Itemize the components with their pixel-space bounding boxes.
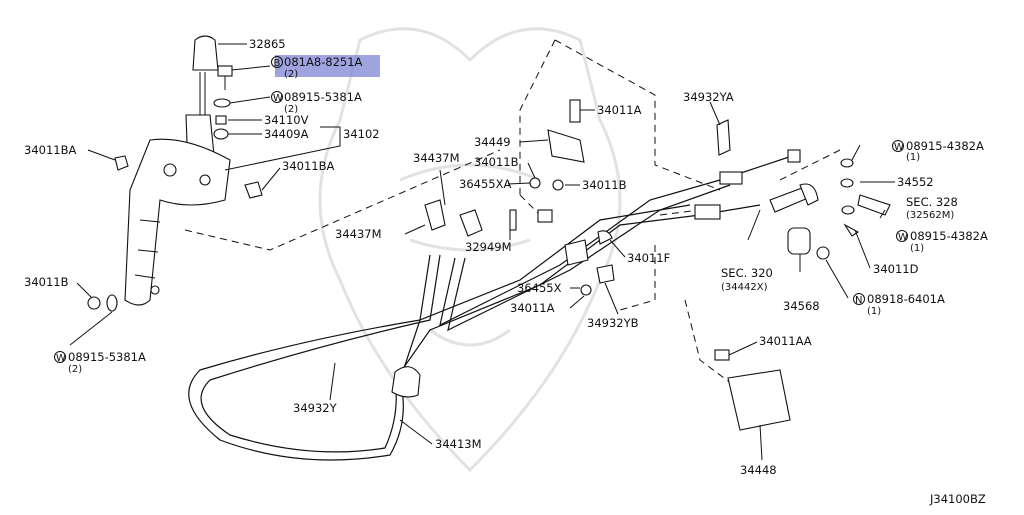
label-34011BA-right: 34011BA	[282, 159, 334, 173]
label-081A8-8251A: 081A8-8251A	[284, 55, 363, 69]
label-08915-5381A-top: 08915-5381A	[284, 90, 362, 104]
bolt-mark: B	[274, 58, 281, 69]
label-08915-4382A-top-qty: (1)	[906, 152, 920, 163]
selected-part-highlight	[275, 55, 380, 77]
label-081A8-8251A-qty: (2)	[284, 69, 298, 80]
part-labels[interactable]: 32865 081A8-8251A (2) 08915-5381A (2) 34…	[24, 37, 988, 477]
guide-lines	[184, 39, 841, 391]
label-34413M: 34413M	[435, 437, 482, 451]
washer-mark-bottom: W	[56, 353, 66, 364]
label-32865: 32865	[249, 37, 286, 51]
prefix-marks: B W W W W N	[54, 56, 908, 364]
diagram-id: J34100BZ	[929, 492, 986, 506]
label-34932Y: 34932Y	[293, 401, 338, 415]
label-34102: 34102	[343, 127, 380, 141]
label-08915-5381A-bottom: 08915-5381A	[68, 350, 146, 364]
label-08915-4382A-mid: 08915-4382A	[910, 229, 988, 243]
label-sec-328-sub: (32562M)	[906, 210, 954, 221]
label-08915-5381A-bottom-qty: (2)	[68, 364, 82, 375]
label-34437M-left: 34437M	[335, 227, 382, 241]
washer-mark-top: W	[273, 93, 283, 104]
label-34409A: 34409A	[264, 127, 309, 141]
nut-mark: N	[855, 295, 862, 306]
shift-lever-assembly[interactable]	[124, 35, 231, 306]
label-34552: 34552	[897, 175, 934, 189]
label-34011BA-left: 34011BA	[24, 143, 76, 157]
label-08918-6401A-qty: (1)	[867, 306, 881, 317]
label-34449: 34449	[474, 135, 511, 149]
shift-cables	[188, 154, 796, 461]
label-34448: 34448	[740, 463, 777, 477]
label-34011AA: 34011AA	[759, 334, 812, 348]
watermark-emblem	[318, 27, 622, 473]
label-sec-320: SEC. 320	[721, 266, 773, 280]
leader-lines	[69, 43, 895, 461]
label-34110V: 34110V	[264, 113, 309, 127]
label-34011D: 34011D	[873, 262, 919, 276]
label-34011B-mid: 34011B	[474, 155, 519, 169]
label-34437M-top: 34437M	[413, 151, 460, 165]
label-36455XA: 36455XA	[459, 177, 511, 191]
label-34011B-right: 34011B	[582, 178, 627, 192]
washer-mark-right-mid: W	[898, 232, 908, 243]
cable-ends[interactable]	[424, 199, 553, 237]
label-34932YA: 34932YA	[683, 90, 734, 104]
label-sec-320-sub: (34442X)	[721, 282, 768, 293]
label-34011B-left: 34011B	[24, 275, 69, 289]
label-34568: 34568	[783, 299, 820, 313]
label-34011A-top: 34011A	[597, 103, 642, 117]
label-sec-328: SEC. 328	[906, 195, 958, 209]
label-08915-5381A-top-qty: (2)	[284, 104, 298, 115]
label-36455X: 36455X	[517, 281, 562, 295]
label-08915-4382A-mid-qty: (1)	[910, 243, 924, 254]
lever-hardware[interactable]	[87, 65, 263, 312]
washer-mark-right-top: W	[894, 142, 904, 153]
label-34011A-mid: 34011A	[510, 301, 555, 315]
label-34932YB: 34932YB	[587, 316, 639, 330]
label-34011F: 34011F	[627, 251, 670, 265]
label-32949M: 32949M	[465, 240, 512, 254]
right-parts[interactable]	[714, 119, 891, 431]
label-08915-4382A-top: 08915-4382A	[906, 139, 984, 153]
label-08918-6401A: 08918-6401A	[867, 292, 945, 306]
mid-brackets[interactable]	[529, 99, 615, 296]
